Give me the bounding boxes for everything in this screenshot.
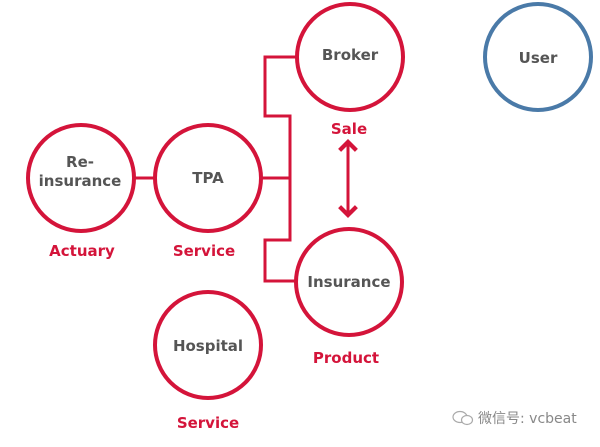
reinsurance-label-line1: Re- [66, 153, 94, 171]
insurance-circle [294, 227, 404, 337]
node-broker[interactable]: Broker [295, 2, 405, 112]
watermark: 微信号: vcbeat [452, 408, 577, 428]
broker-circle [295, 2, 405, 112]
node-hospital[interactable]: Hospital [153, 290, 263, 400]
hospital-circle [153, 290, 263, 400]
user-label: User [519, 49, 558, 67]
connector-trunk-broker [263, 55, 296, 283]
tpa-label: TPA [192, 169, 224, 187]
user-circle [483, 2, 593, 112]
reinsurance-circle [26, 123, 136, 233]
tpa-circle [153, 123, 263, 233]
broker-label: Broker [322, 46, 379, 64]
node-user[interactable]: User [483, 2, 593, 112]
reinsurance-caption: Actuary [49, 242, 115, 260]
wechat-icon [452, 410, 474, 426]
insurance-caption: Product [313, 349, 379, 367]
node-reinsurance[interactable]: Re- insurance [26, 123, 136, 233]
insurance-label: Insurance [307, 273, 390, 291]
node-insurance[interactable]: Insurance [294, 227, 404, 337]
broker-caption: Sale [331, 120, 367, 138]
hospital-label: Hospital [173, 337, 243, 355]
hospital-caption: Service [177, 414, 239, 432]
tpa-caption: Service [173, 242, 235, 260]
watermark-text: 微信号: vcbeat [478, 411, 577, 427]
node-tpa[interactable]: TPA [153, 123, 263, 233]
reinsurance-label-line2: insurance [39, 172, 122, 190]
